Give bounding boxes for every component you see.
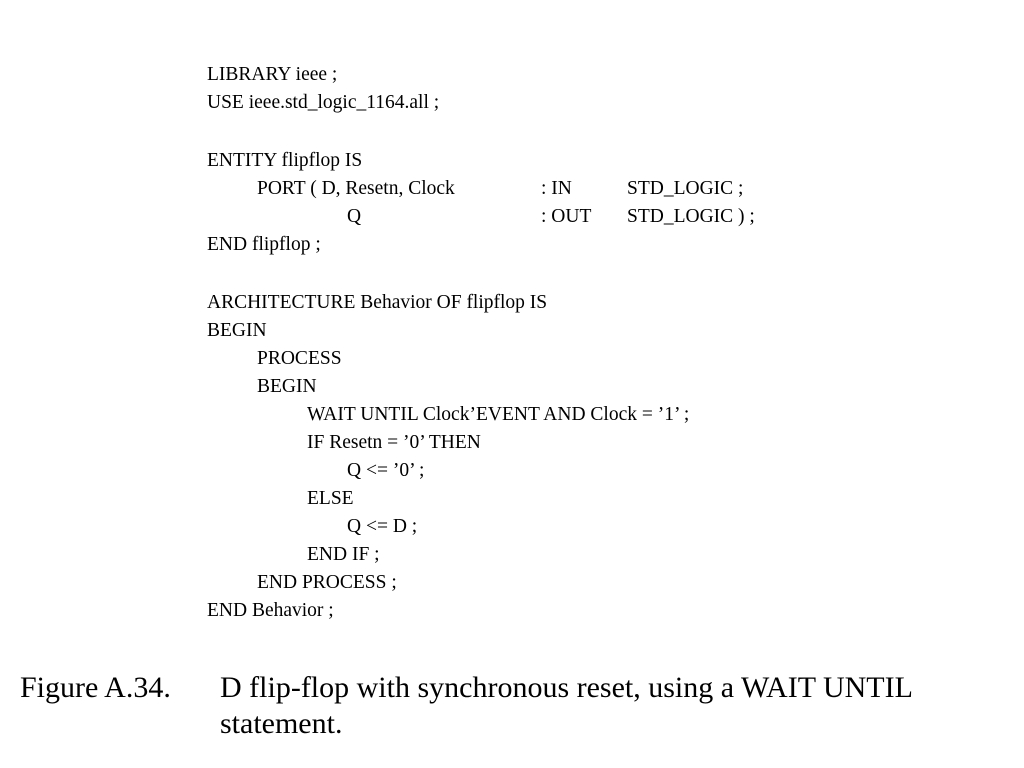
caption-label: Figure A.34. bbox=[20, 671, 171, 704]
code-line-port-1: PORT ( D, Resetn, Clock : IN STD_LOGIC ; bbox=[257, 176, 897, 202]
code-line-port-2: Q : OUT STD_LOGIC ) ; bbox=[257, 204, 897, 230]
code-line-process: PROCESS bbox=[257, 348, 342, 369]
code-line-library: LIBRARY ieee ; bbox=[207, 64, 338, 85]
code-line-else: ELSE bbox=[307, 488, 354, 509]
code-line-process-begin: BEGIN bbox=[257, 376, 317, 397]
port-name-1: PORT ( D, Resetn, Clock bbox=[257, 178, 455, 199]
code-line-use: USE ieee.std_logic_1164.all ; bbox=[207, 92, 440, 113]
code-line-assign-d: Q <= D ; bbox=[347, 516, 418, 537]
code-line-if: IF Resetn = ’0’ THEN bbox=[307, 432, 481, 453]
port-dir-2: : OUT bbox=[541, 206, 592, 227]
port-type-2: STD_LOGIC ) ; bbox=[627, 206, 755, 227]
code-line-entity: ENTITY flipflop IS bbox=[207, 150, 363, 171]
port-name-2: Q bbox=[347, 206, 362, 227]
code-line-architecture: ARCHITECTURE Behavior OF flipflop IS bbox=[207, 292, 548, 313]
code-line-end-process: END PROCESS ; bbox=[257, 572, 397, 593]
code-line-end-if: END IF ; bbox=[307, 544, 380, 565]
port-type-1: STD_LOGIC ; bbox=[627, 178, 744, 199]
code-line-end-behavior: END Behavior ; bbox=[207, 600, 334, 621]
code-line-end-entity: END flipflop ; bbox=[207, 234, 321, 255]
code-line-assign-zero: Q <= ’0’ ; bbox=[347, 460, 425, 481]
caption-text: D flip-flop with synchronous reset, usin… bbox=[220, 671, 912, 740]
code-line-begin: BEGIN bbox=[207, 320, 267, 341]
code-line-wait-until: WAIT UNTIL Clock’EVENT AND Clock = ’1’ ; bbox=[307, 404, 690, 425]
vhdl-code-listing: LIBRARY ieee ; USE ieee.std_logic_1164.a… bbox=[207, 62, 907, 632]
port-dir-1: : IN bbox=[541, 178, 572, 199]
